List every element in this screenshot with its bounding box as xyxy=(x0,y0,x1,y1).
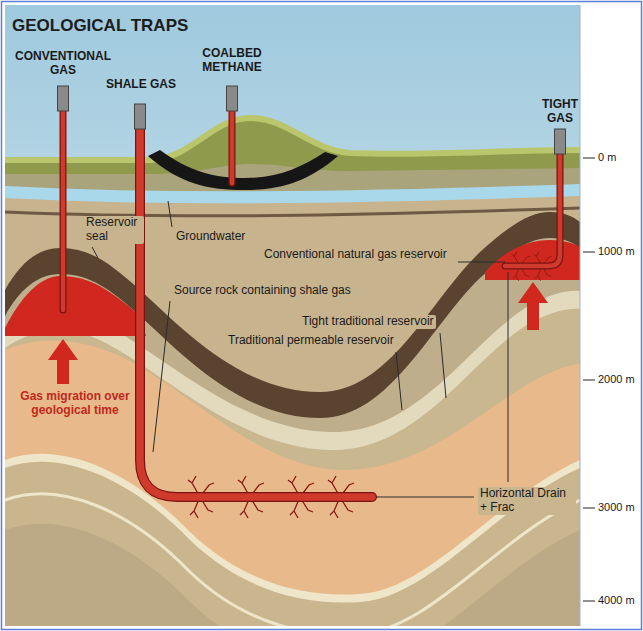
depth-ticks xyxy=(583,158,595,601)
gas-reservoir xyxy=(5,276,146,336)
layer-label: Tight traditional reservoir xyxy=(300,315,436,329)
depth-label: 1000 m xyxy=(598,245,635,258)
layer-label: Source rock containing shale gas xyxy=(172,284,353,298)
gas-reservoir xyxy=(485,240,580,280)
stratum-line xyxy=(5,208,580,216)
depth-label: 4000 m xyxy=(598,594,635,607)
stratum xyxy=(5,524,580,626)
surface-edge xyxy=(5,118,580,160)
title: GEOLOGICAL TRAPS xyxy=(12,16,188,36)
leader-lines xyxy=(92,201,508,497)
panel-edge xyxy=(580,5,581,626)
layer-label: Groundwater xyxy=(174,230,247,244)
depth-label: 0 m xyxy=(598,151,616,164)
well-label: COALBED METHANE xyxy=(187,47,277,75)
coal-seam xyxy=(148,150,338,190)
migration-label: Gas migration over geological time xyxy=(6,390,144,418)
callout-label: Horizontal Drain + Frac xyxy=(478,487,576,515)
well-label: SHALE GAS xyxy=(106,78,176,92)
depth-label: 3000 m xyxy=(598,501,635,514)
migration-arrow xyxy=(48,339,78,384)
layer-label: Traditional permeable reservoir xyxy=(226,334,396,348)
well-label: CONVENTIONAL GAS xyxy=(13,50,113,78)
wells xyxy=(63,110,560,497)
migration-arrow xyxy=(518,282,548,330)
layer-label: Reservoir seal xyxy=(84,216,144,244)
wellheads xyxy=(58,86,566,154)
depth-label: 2000 m xyxy=(598,373,635,386)
well-label: TIGHT GAS xyxy=(536,98,584,126)
layer-label: Conventional natural gas reservoir xyxy=(262,248,449,262)
